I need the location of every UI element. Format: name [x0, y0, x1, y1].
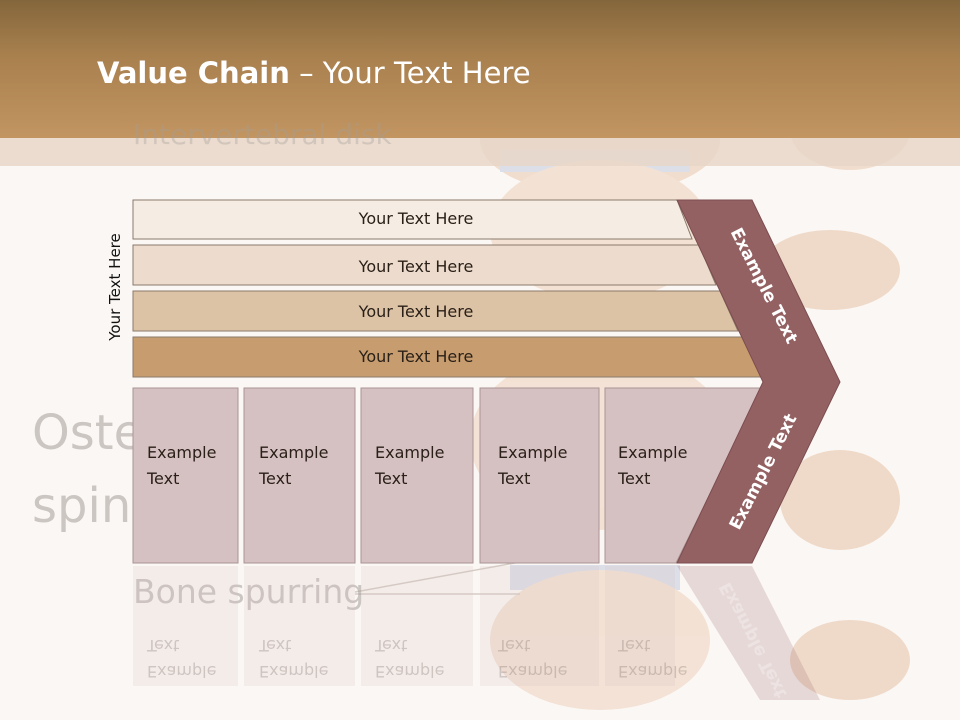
column-1-reflection-line1: Example — [147, 662, 217, 681]
column-3-reflection-line2: Text — [375, 636, 408, 655]
chevron-arrow — [676, 199, 841, 564]
column-1-line2: Text — [147, 469, 180, 488]
bar-1-shape — [132, 199, 693, 240]
bg-label-oste: Oste — [32, 405, 144, 461]
title-bar — [0, 0, 960, 138]
column-5-label: Example Text — [618, 440, 687, 492]
column-4-line2: Text — [498, 469, 531, 488]
column-3-reflection: Example Text — [375, 632, 444, 684]
column-1-reflection-line2: Text — [147, 636, 180, 655]
column-3-line1: Example — [375, 443, 445, 462]
bar-1-label: Your Text Here — [358, 209, 474, 228]
bar-3-shape — [132, 290, 739, 332]
bar-2-label: Your Text Here — [358, 257, 474, 276]
column-5-reflection-line2: Text — [618, 636, 651, 655]
column-1-label: Example Text — [147, 440, 216, 492]
column-1-reflection: Example Text — [147, 632, 216, 684]
column-4-shape — [479, 387, 600, 564]
column-2-reflection-line1: Example — [259, 662, 329, 681]
column-1-line1: Example — [147, 443, 217, 462]
column-2-line1: Example — [259, 443, 329, 462]
header-band — [0, 138, 960, 166]
bar-4-label: Your Text Here — [358, 347, 474, 366]
column-5-reflection-line1: Example — [618, 662, 688, 681]
column-2-reflection-line2: Text — [259, 636, 292, 655]
bg-label-intervertebral: Intervertebral disk — [133, 118, 392, 151]
column-1-shape — [132, 387, 239, 564]
column-3-reflection-line1: Example — [375, 662, 445, 681]
bar-3-label: Your Text Here — [358, 302, 474, 321]
bg-label-spin: spin — [32, 478, 132, 534]
title-rest: – Your Text Here — [289, 56, 531, 90]
column-4-reflection-line1: Example — [498, 662, 568, 681]
column-5-reflection: Example Text — [618, 632, 687, 684]
column-4-label: Example Text — [498, 440, 567, 492]
column-2-label: Example Text — [259, 440, 328, 492]
column-2-reflection: Example Text — [259, 632, 328, 684]
column-3-line2: Text — [375, 469, 408, 488]
column-4-reflection-line2: Text — [498, 636, 531, 655]
column-5-line1: Example — [618, 443, 688, 462]
column-3-label: Example Text — [375, 440, 444, 492]
column-4-reflection: Example Text — [498, 632, 567, 684]
bar-2-shape — [132, 244, 717, 286]
column-5-shape — [604, 387, 763, 564]
column-2-shape — [243, 387, 356, 564]
page-title: Value Chain – Your Text Here — [97, 56, 531, 90]
side-label: Your Text Here — [106, 233, 124, 341]
column-4-line1: Example — [498, 443, 568, 462]
title-bold: Value Chain — [97, 56, 290, 90]
column-5-line2: Text — [618, 469, 651, 488]
column-3-shape — [360, 387, 474, 564]
column-2-line2: Text — [259, 469, 292, 488]
bg-label-bone-spurring: Bone spurring — [133, 572, 364, 611]
reflection — [133, 566, 820, 700]
